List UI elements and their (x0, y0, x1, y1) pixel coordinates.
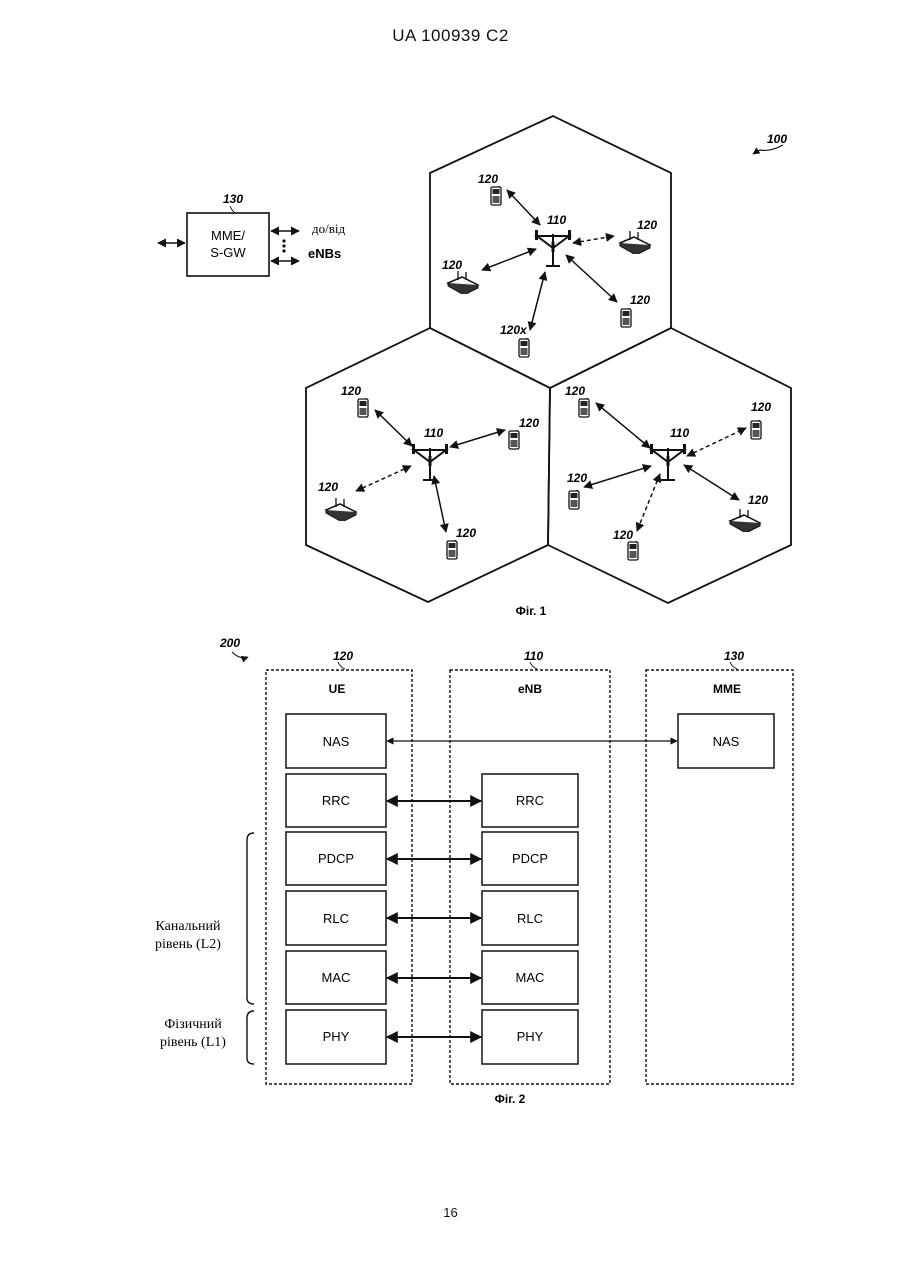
mme-box-ref: 130 (223, 192, 243, 206)
phone-icon (621, 305, 631, 327)
phone-icon (751, 417, 761, 439)
mme-column-ref: 130 (724, 649, 744, 663)
mme-box-line1: MME/ (211, 228, 245, 243)
laptop-icon (326, 498, 356, 522)
ue-ref: 120 (478, 172, 498, 186)
mme-box-line2: S-GW (210, 245, 246, 260)
ue-ref: 120 (637, 218, 657, 232)
enb-ref: 110 (670, 426, 689, 440)
l2-label-line1: Канальний (155, 919, 221, 934)
l2-bracket (247, 833, 254, 1004)
enb-layer-rrc: RRC (516, 793, 544, 808)
ue-layer-rlc: RLC (323, 911, 349, 926)
ue-column-title: UE (329, 682, 346, 696)
fig1-caption: Фіг. 1 (516, 604, 547, 618)
l1-label-line2: рівень (L1) (160, 1035, 226, 1050)
ue-ref: 120 (565, 384, 585, 398)
enb-layer-mac: MAC (516, 970, 545, 985)
enb-tower-icon (650, 444, 686, 480)
ue-ref: 120 (751, 400, 771, 414)
ue-layer-nas: NAS (323, 734, 350, 749)
ue-layer-mac: MAC (322, 970, 351, 985)
cell-right-contents: 110 120 120 120 120 120 (565, 384, 771, 560)
enb-tower-icon (412, 444, 448, 480)
laptop-icon (448, 271, 478, 295)
enb-column-ref: 110 (524, 649, 543, 663)
phone-icon (509, 427, 519, 449)
enb-tower-icon (535, 230, 571, 266)
cell-top-contents: 110 120 120 120 120 120x (442, 172, 657, 357)
ue-ref: 120 (456, 526, 476, 540)
phone-icon (491, 183, 501, 205)
fig1: 100 130 MME/ S-GW до/від eNBs 110 120 12… (158, 116, 791, 618)
mme-column-title: MME (713, 682, 741, 696)
fig2: 200 120 110 130 UE eNB MME NAS RRC PDCP … (155, 636, 793, 1106)
enb-layer-phy: PHY (517, 1029, 544, 1044)
ue-column-ref: 120 (333, 649, 353, 663)
phone-icon (519, 335, 529, 357)
ue-ref: 120 (567, 471, 587, 485)
l1-label-line1: Фізичний (164, 1017, 222, 1032)
ue-ref: 120 (318, 480, 338, 494)
ue-ref: 120 (748, 493, 768, 507)
page-number: 16 (0, 1205, 901, 1220)
mme-to-from-label: до/від (312, 221, 345, 236)
laptop-icon (620, 231, 650, 255)
ue-ref: 120 (341, 384, 361, 398)
ue-ref: 120 (630, 293, 650, 307)
ue-ref: 120 (442, 258, 462, 272)
cell-left (306, 328, 550, 602)
laptop-icon (730, 509, 760, 533)
ue-ref: 120 (519, 416, 539, 430)
enb-column-title: eNB (518, 682, 542, 696)
ue-ref-x: 120x (500, 323, 528, 337)
l2-label-line2: рівень (L2) (155, 937, 221, 952)
mme-enbs-label: eNBs (308, 246, 341, 261)
l1-bracket (247, 1011, 254, 1064)
ue-ref: 120 (613, 528, 633, 542)
cell-left-contents: 110 120 120 120 120 (318, 384, 539, 559)
ue-layer-phy: PHY (323, 1029, 350, 1044)
ue-layer-rrc: RRC (322, 793, 350, 808)
ue-stack: NAS RRC PDCP RLC MAC PHY (286, 714, 386, 1064)
enb-layer-rlc: RLC (517, 911, 543, 926)
phone-icon (569, 487, 579, 509)
mme-layer-nas: NAS (713, 734, 740, 749)
enb-ref: 110 (424, 426, 443, 440)
enb-layer-pdcp: PDCP (512, 851, 548, 866)
enb-stack: RRC PDCP RLC MAC PHY (482, 774, 578, 1064)
phone-icon (447, 537, 457, 559)
fig1-system-ref: 100 (767, 132, 787, 146)
phone-icon (358, 395, 368, 417)
ue-layer-pdcp: PDCP (318, 851, 354, 866)
fig2-system-ref: 200 (219, 636, 240, 650)
fig2-caption: Фіг. 2 (495, 1092, 526, 1106)
enb-ref: 110 (547, 213, 566, 227)
phone-icon (579, 395, 589, 417)
